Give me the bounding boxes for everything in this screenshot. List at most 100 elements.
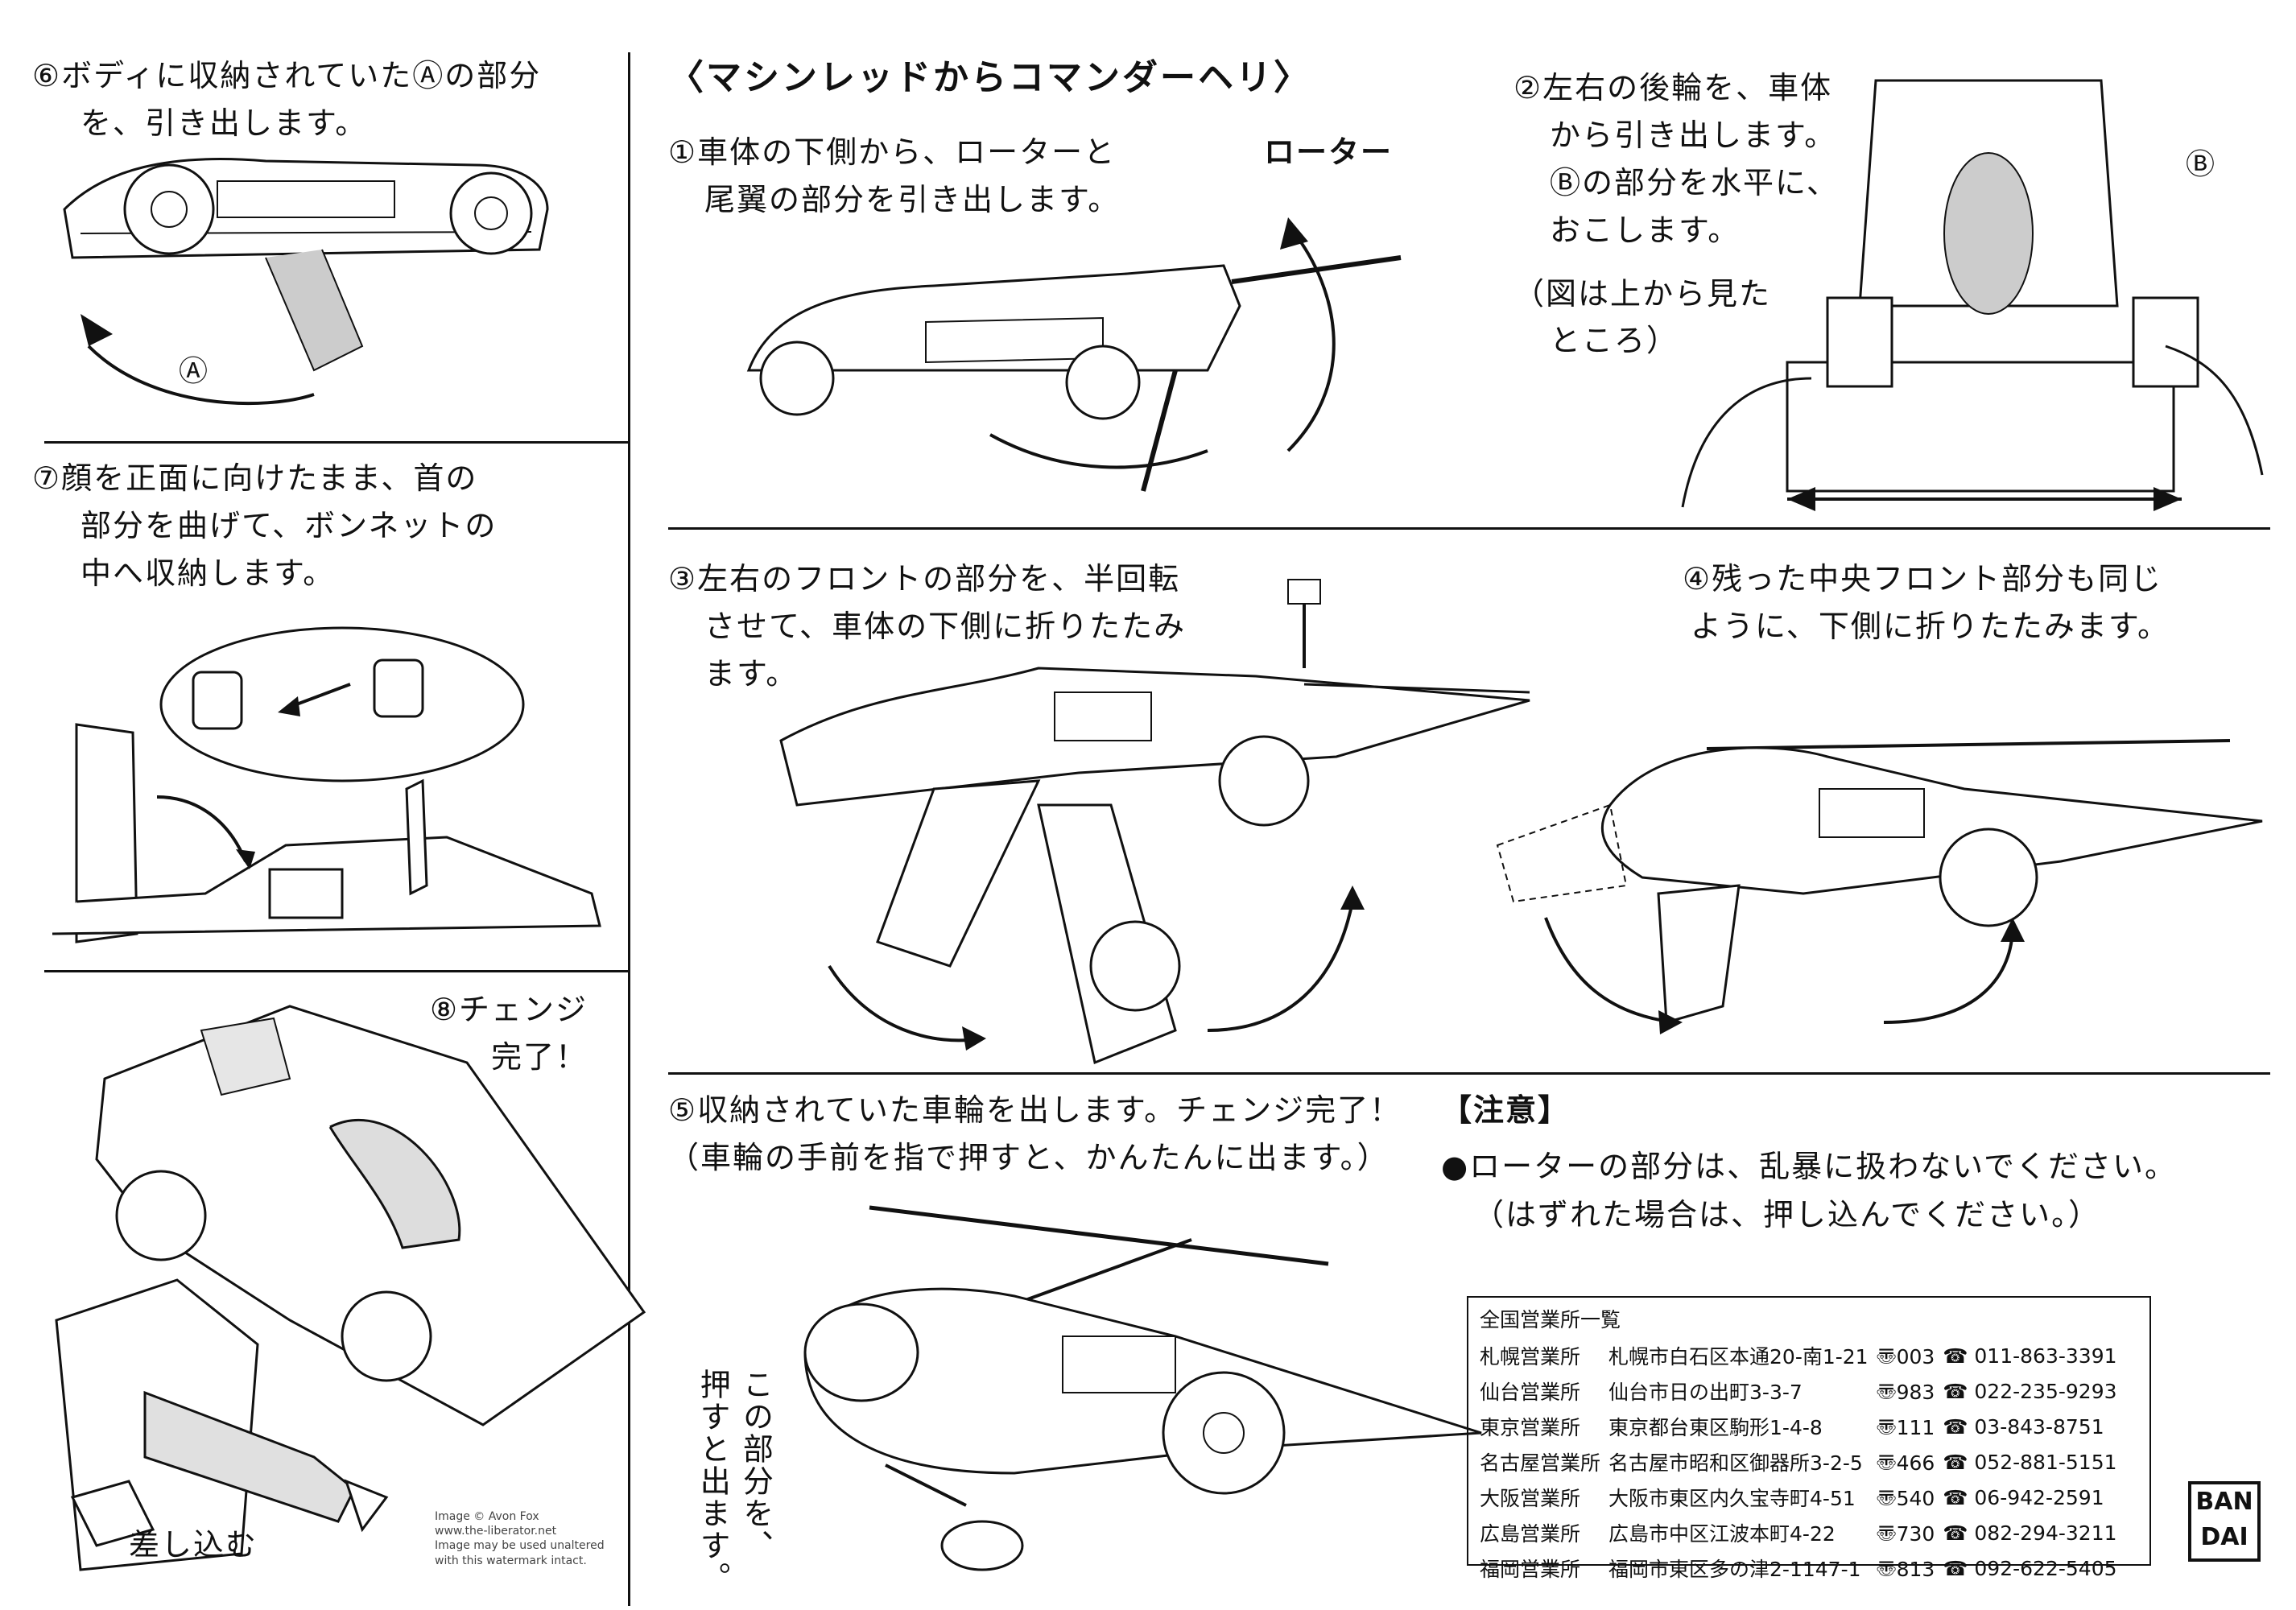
step4-line-2: ように、下側に折りたたみます。 bbox=[1691, 608, 2170, 644]
step2-line-2: から引き出します。 bbox=[1550, 117, 1837, 153]
office-name: 大阪営業所 bbox=[1480, 1487, 1581, 1510]
caution-heading: 【注意】 bbox=[1441, 1092, 1571, 1128]
office-name: 広島営業所 bbox=[1480, 1522, 1581, 1546]
logo-line-1: BAN bbox=[2195, 1488, 2253, 1516]
insert-label: 差し込む bbox=[129, 1527, 258, 1563]
office-address: 東京都台東区駒形1-4-8 bbox=[1608, 1416, 1823, 1439]
watermark-credit: Image © Avon Fox www.the-liberator.net I… bbox=[435, 1509, 605, 1568]
step2-topview-illustration bbox=[1650, 56, 2262, 511]
office-address: 福岡市東区多の津2-1147-1 bbox=[1608, 1558, 1861, 1581]
credit-line-2: www.the-liberator.net bbox=[435, 1525, 557, 1538]
step4-line-1: ④残った中央フロント部分も同じ bbox=[1683, 561, 2163, 597]
step4-text: ④残った中央フロント部分も同じ ように、下側に折りたたみます。 bbox=[1683, 555, 2170, 650]
part-b-label: Ⓑ bbox=[2186, 148, 2215, 181]
step1-text: ①車体の下側から、ローターと 尾翼の部分を引き出します。 bbox=[668, 129, 1120, 224]
step8-text: ⑧チェンジ 完了！ bbox=[419, 986, 588, 1081]
office-phone: ☎ 092-622-5405 bbox=[1943, 1556, 2117, 1580]
office-zip: 〠003 bbox=[1876, 1345, 1935, 1368]
table-row: 福岡営業所 福岡市東区多の津2-1147-1 〠813 ☎ 092-622-54… bbox=[1480, 1550, 2125, 1586]
step5-text: ⑤収納されていた車輪を出します。チェンジ完了！ （車輪の手前を指で押すと、かんた… bbox=[668, 1087, 1402, 1182]
step2-line-6: ところ） bbox=[1550, 323, 1679, 359]
step8-line-2: 完了！ bbox=[491, 1038, 588, 1075]
step3-line-1: ③左右のフロントの部分を、半回転 bbox=[668, 561, 1181, 597]
left-divider-1 bbox=[44, 441, 628, 444]
office-phone: ☎ 03-843-8751 bbox=[1943, 1414, 2104, 1439]
office-zip: 〠983 bbox=[1876, 1381, 1935, 1404]
office-address: 名古屋市昭和区御器所3-2-5 bbox=[1608, 1451, 1863, 1475]
step3-fold-illustration bbox=[773, 580, 1546, 1071]
step7-line-1: ⑦顔を正面に向けたまま、首の bbox=[32, 460, 478, 496]
step1-line-2: 尾翼の部分を引き出します。 bbox=[704, 181, 1121, 217]
table-row: 名古屋営業所 名古屋市昭和区御器所3-2-5 〠466 ☎ 052-881-51… bbox=[1480, 1444, 2125, 1480]
office-name: 東京営業所 bbox=[1480, 1416, 1581, 1439]
helicopter-complete-illustration bbox=[773, 1191, 1481, 1578]
office-name: 仙台営業所 bbox=[1480, 1381, 1581, 1404]
step2-line-5: （図は上から見た bbox=[1513, 275, 1772, 312]
office-list-box: 全国営業所一覧 札幌営業所 札幌市白石区本通20-南1-21 〠003 ☎ 01… bbox=[1467, 1296, 2151, 1581]
step2-line-4: おこします。 bbox=[1550, 212, 1741, 248]
push-note-line-2: 押すと出ます。 bbox=[695, 1368, 731, 1594]
office-name: 名古屋営業所 bbox=[1480, 1451, 1601, 1475]
car-underside-illustration bbox=[56, 137, 572, 427]
office-zip: 〠111 bbox=[1876, 1416, 1935, 1439]
credit-line-3: Image may be used unaltered bbox=[435, 1539, 605, 1553]
step7-line-3: 中へ収納します。 bbox=[81, 555, 336, 591]
step5-line-1: ⑤収納されていた車輪を出します。チェンジ完了！ bbox=[668, 1092, 1402, 1128]
step2-line-1: ②左右の後輪を、車体 bbox=[1513, 70, 1833, 105]
step1-car-illustration bbox=[725, 217, 1401, 515]
step2-text: ②左右の後輪を、車体 から引き出します。 Ⓑの部分を水平に、 おこします。 （図… bbox=[1513, 64, 1839, 365]
office-address: 大阪市東区内久宝寺町4-51 bbox=[1608, 1487, 1856, 1510]
vertical-divider bbox=[628, 52, 630, 1606]
push-note-vertical: この部分を、 押すと出ます。 bbox=[691, 1368, 776, 1594]
office-zip: 〠540 bbox=[1876, 1487, 1935, 1510]
page-title: 〈マシンレッドからコマンダーヘリ〉 bbox=[668, 57, 1311, 98]
office-address: 仙台市日の出町3-3-7 bbox=[1608, 1381, 1803, 1404]
office-list-heading: 全国営業所一覧 bbox=[1480, 1308, 1621, 1331]
push-note-line-1: この部分を、 bbox=[737, 1368, 774, 1562]
step7-text: ⑦顔を正面に向けたまま、首の 部分を曲げて、ボンネットの 中へ収納します。 bbox=[32, 455, 497, 597]
step8-line-1: ⑧チェンジ bbox=[429, 992, 588, 1027]
step5-line-2: （車輪の手前を指で押すと、かんたんに出ます。） bbox=[668, 1139, 1390, 1175]
table-row: 広島営業所 広島市中区江波本町4-22 〠730 ☎ 082-294-3211 bbox=[1480, 1515, 2125, 1550]
office-table: 札幌営業所 札幌市白石区本通20-南1-21 〠003 ☎ 011-863-33… bbox=[1480, 1338, 2125, 1586]
step3-text: ③左右のフロントの部分を、半回転 させて、車体の下側に折りたたみ ます。 bbox=[668, 555, 1186, 698]
completed-car-illustration bbox=[48, 974, 612, 1594]
step4-fold-illustration bbox=[1481, 684, 2270, 1034]
logo-line-2: DAI bbox=[2200, 1523, 2249, 1551]
part-a-label: Ⓐ bbox=[179, 355, 209, 388]
table-row: 仙台営業所 仙台市日の出町3-3-7 〠983 ☎ 022-235-9293 bbox=[1480, 1373, 2125, 1409]
step6-line-1: ⑥ボディに収納されていたⒶの部分 bbox=[32, 58, 542, 93]
office-phone: ☎ 082-294-3211 bbox=[1943, 1521, 2117, 1545]
office-name: 札幌営業所 bbox=[1480, 1345, 1581, 1368]
left-divider-2 bbox=[44, 970, 628, 972]
caution-note: （はずれた場合は、押し込んでください。） bbox=[1473, 1197, 2101, 1232]
office-zip: 〠813 bbox=[1876, 1558, 1935, 1581]
caution-bullet: ●ローターの部分は、乱暴に扱わないでください。 bbox=[1441, 1149, 2178, 1184]
credit-line-4: with this watermark intact. bbox=[435, 1554, 587, 1567]
credit-line-1: Image © Avon Fox bbox=[435, 1510, 539, 1523]
right-divider-2 bbox=[668, 1072, 2270, 1075]
office-phone: ☎ 052-881-5151 bbox=[1943, 1450, 2117, 1474]
office-phone: ☎ 06-942-2591 bbox=[1943, 1485, 2104, 1509]
head-fold-illustration bbox=[44, 628, 608, 958]
office-phone: ☎ 011-863-3391 bbox=[1943, 1344, 2117, 1368]
step6-line-2: を、引き出します。 bbox=[81, 105, 368, 141]
table-row: 大阪営業所 大阪市東区内久宝寺町4-51 〠540 ☎ 06-942-2591 bbox=[1480, 1480, 2125, 1515]
office-zip: 〠730 bbox=[1876, 1522, 1935, 1546]
step7-line-2: 部分を曲げて、ボンネットの bbox=[81, 507, 498, 543]
step6-text: ⑥ボディに収納されていたⒶの部分 を、引き出します。 bbox=[32, 52, 541, 147]
table-row: 札幌営業所 札幌市白石区本通20-南1-21 〠003 ☎ 011-863-33… bbox=[1480, 1338, 2125, 1373]
rotor-label: ローター bbox=[1264, 134, 1394, 170]
office-address: 広島市中区江波本町4-22 bbox=[1608, 1522, 1836, 1546]
office-name: 福岡営業所 bbox=[1480, 1558, 1581, 1581]
step1-line-1: ①車体の下側から、ローターと bbox=[668, 134, 1117, 170]
office-zip: 〠466 bbox=[1876, 1451, 1935, 1475]
office-phone: ☎ 022-235-9293 bbox=[1943, 1379, 2117, 1403]
bandai-logo: BAN DAI bbox=[2188, 1481, 2261, 1562]
step2-line-3: Ⓑの部分を水平に、 bbox=[1550, 164, 1839, 200]
table-row: 東京営業所 東京都台東区駒形1-4-8 〠111 ☎ 03-843-8751 bbox=[1480, 1409, 2125, 1444]
right-divider-1 bbox=[668, 527, 2270, 530]
office-address: 札幌市白石区本通20-南1-21 bbox=[1608, 1345, 1869, 1368]
step3-line-3: ます。 bbox=[704, 655, 799, 691]
step3-line-2: させて、車体の下側に折りたたみ bbox=[704, 608, 1187, 644]
